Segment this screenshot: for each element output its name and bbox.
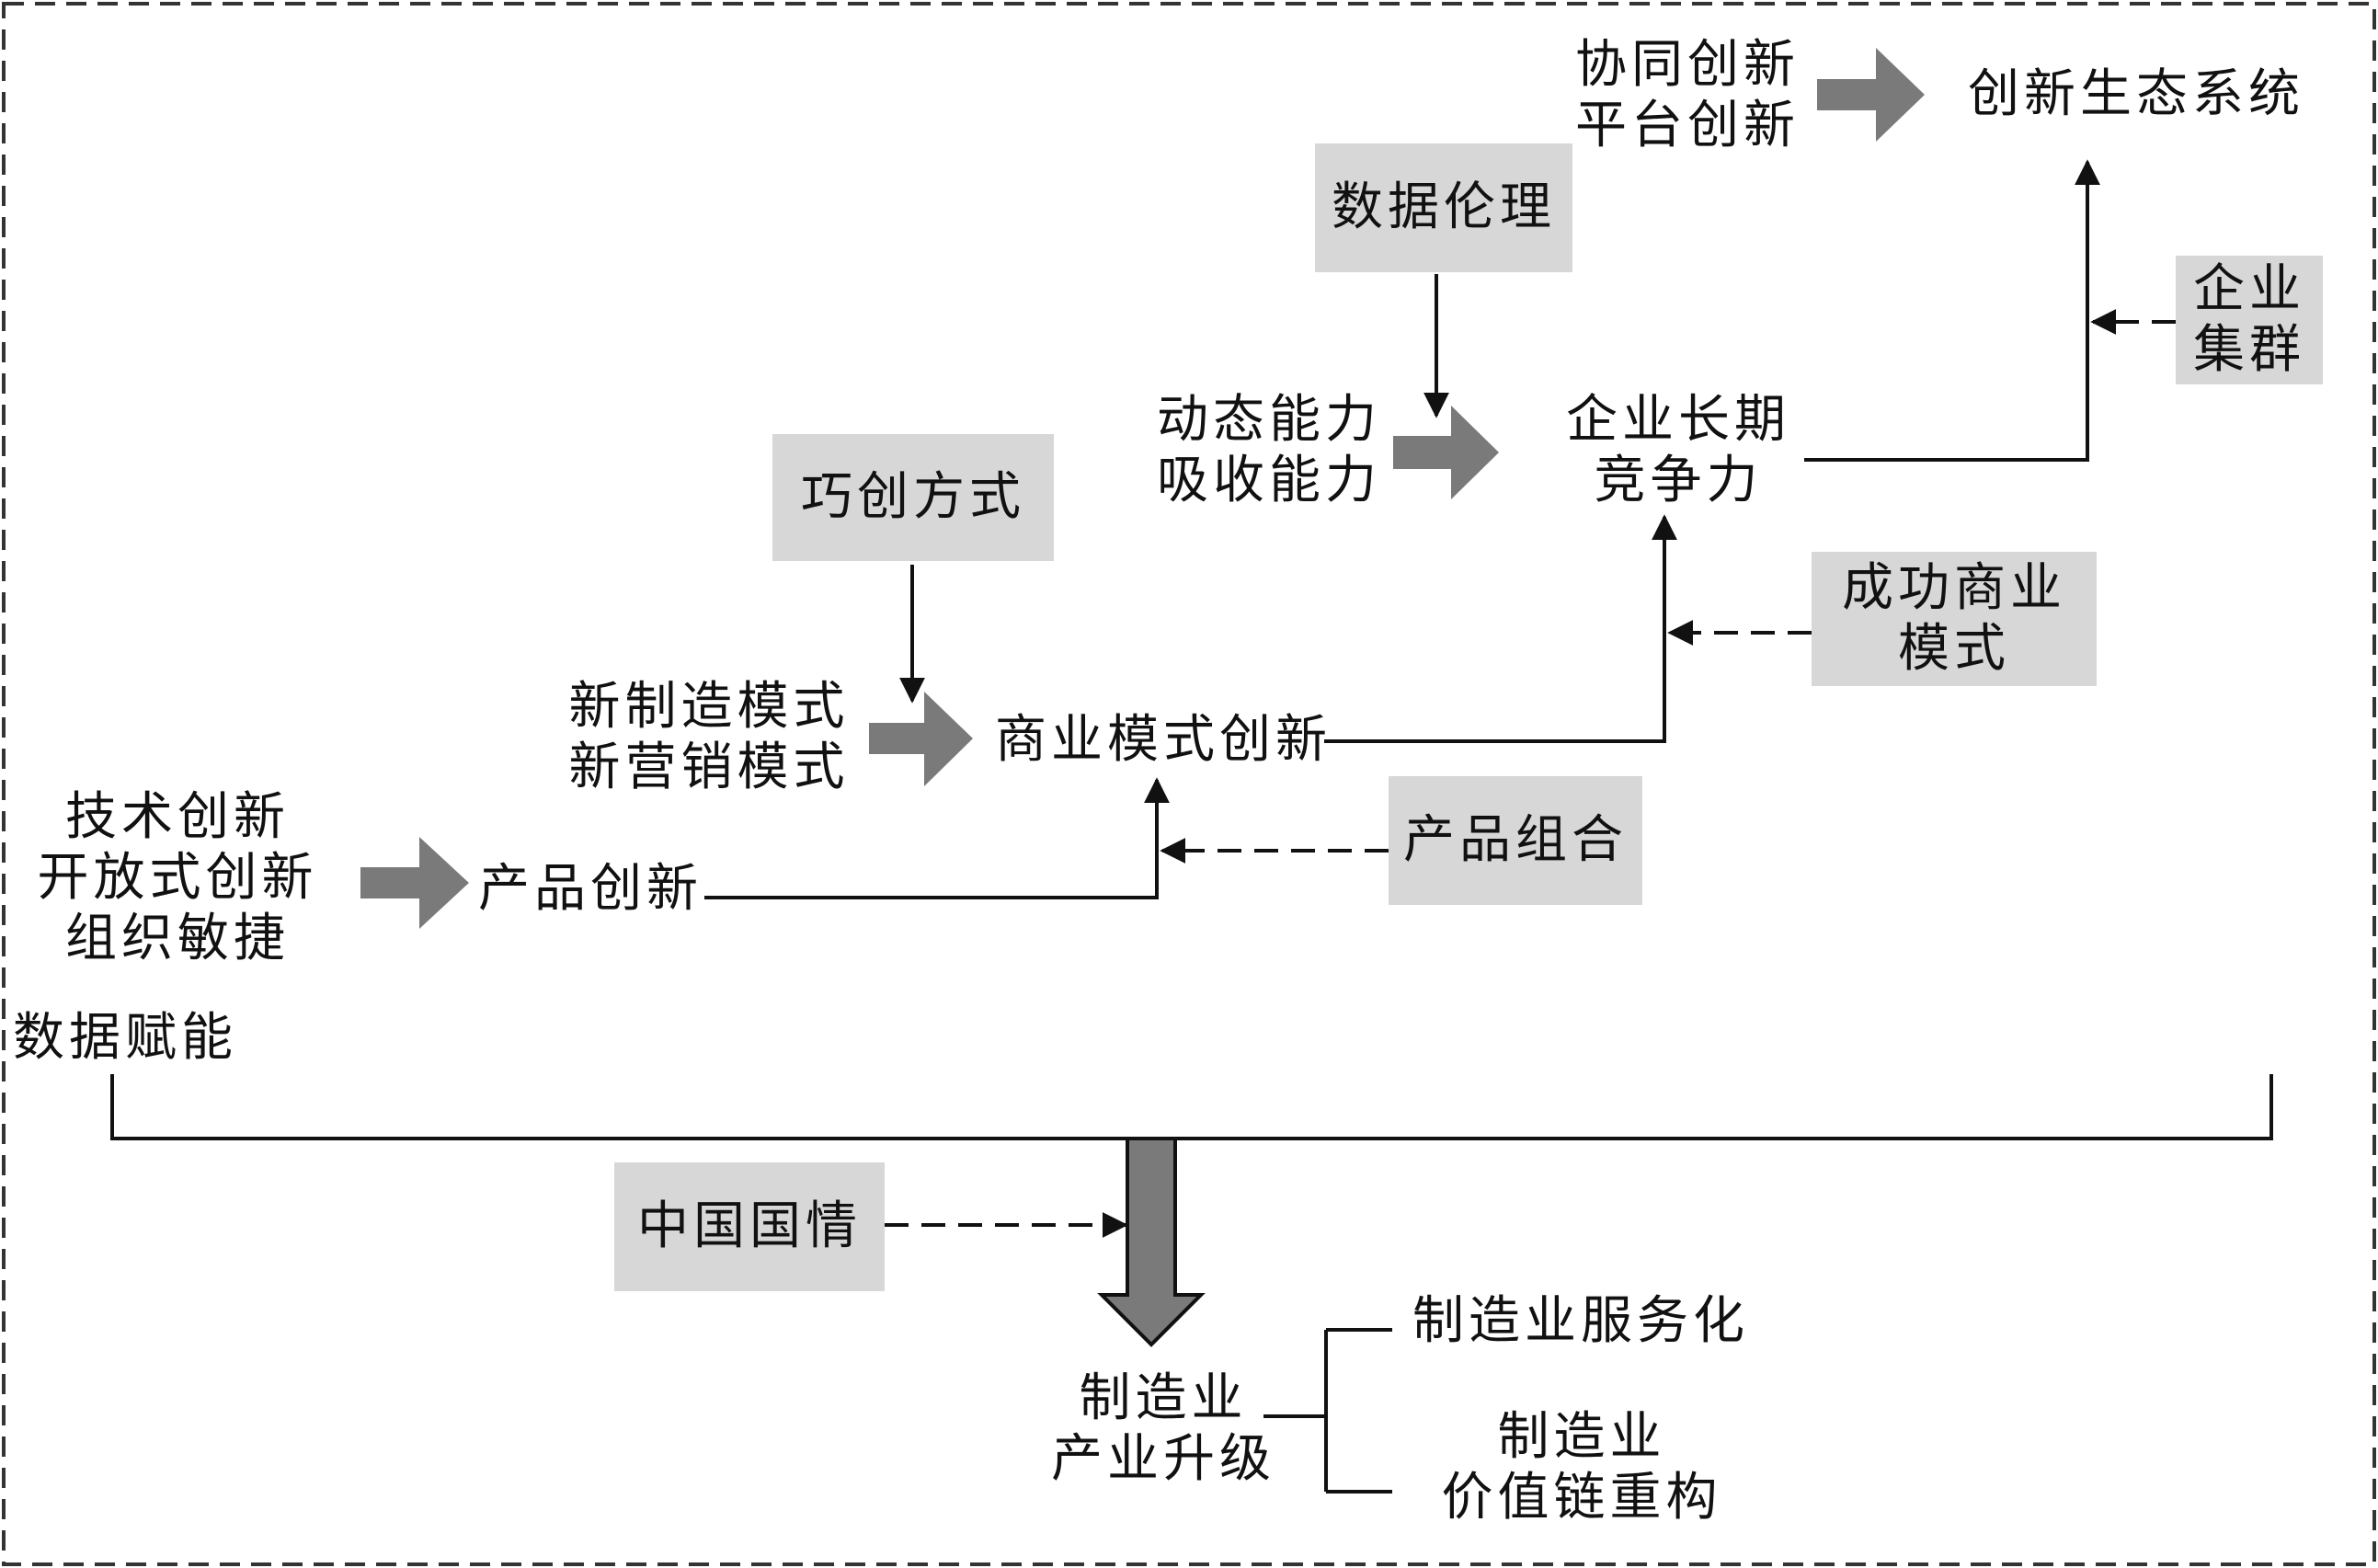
tech-innovation-line-2: 开放式创新 bbox=[37, 848, 318, 908]
business-model-innovation-label: 商业模式创新 bbox=[995, 710, 1332, 770]
successful-business-model-line-1: 成功商业 bbox=[1842, 558, 2066, 618]
successful-business-model-box: 成功商业 模式 bbox=[1812, 552, 2097, 686]
manufacturing-upgrade-node: 制造业 产业升级 bbox=[1030, 1368, 1297, 1490]
capabilities-node: 动态能力 吸收能力 bbox=[1149, 390, 1389, 511]
innovation-ecosystem-node: 创新生态系统 bbox=[1968, 64, 2304, 125]
block-arrow-tech-to-product bbox=[360, 837, 469, 929]
data-empowerment-label: 数据赋能 bbox=[13, 1008, 237, 1069]
ingenious-creation-box: 巧创方式 bbox=[772, 434, 1054, 561]
product-innovation-label: 产品创新 bbox=[478, 859, 703, 919]
china-conditions-box: 中国国情 bbox=[614, 1162, 885, 1291]
block-arrow-cooperative-to-ecosystem bbox=[1817, 48, 1925, 142]
long-term-competitiveness-node: 企业长期 竞争力 bbox=[1554, 390, 1802, 511]
tech-innovation-node: 技术创新 开放式创新 组织敏捷 bbox=[26, 787, 329, 969]
value-chain-line-2: 价值链重构 bbox=[1441, 1468, 1722, 1528]
capabilities-line-2: 吸收能力 bbox=[1157, 451, 1381, 510]
outcome-split-bracket bbox=[1263, 1328, 1392, 1494]
link-product-to-business bbox=[704, 777, 1170, 899]
block-arrow-modes-to-business bbox=[869, 692, 973, 786]
innovation-ecosystem-label: 创新生态系统 bbox=[1968, 64, 2304, 124]
long-term-competitiveness-line-2: 竞争力 bbox=[1594, 451, 1763, 510]
successful-business-model-line-2: 模式 bbox=[1898, 619, 2010, 679]
data-ethics-box: 数据伦理 bbox=[1315, 143, 1572, 272]
china-conditions-label: 中国国情 bbox=[637, 1196, 862, 1256]
link-business-to-competitiveness bbox=[1324, 514, 1677, 743]
ingenious-creation-label: 巧创方式 bbox=[801, 467, 1025, 527]
value-chain-node: 制造业 价值链重构 bbox=[1416, 1407, 1747, 1528]
servitization-node: 制造业服务化 bbox=[1412, 1291, 1749, 1352]
cooperative-innovation-line-1: 协同创新 bbox=[1575, 35, 1800, 95]
cooperative-innovation-line-2: 平台创新 bbox=[1575, 96, 1800, 155]
empowerment-bracket bbox=[110, 1074, 2273, 1140]
new-modes-node: 新制造模式 新营销模式 bbox=[557, 677, 861, 798]
link-competitiveness-to-ecosystem bbox=[1804, 159, 2100, 462]
enterprise-cluster-box: 企业 集群 bbox=[2176, 256, 2323, 384]
value-chain-line-1: 制造业 bbox=[1497, 1407, 1666, 1467]
data-ethics-label: 数据伦理 bbox=[1332, 177, 1556, 237]
block-arrow-capabilities-to-competitiveness bbox=[1393, 406, 1499, 499]
enterprise-cluster-line-1: 企业 bbox=[2193, 259, 2305, 319]
cooperative-innovation-node: 协同创新 平台创新 bbox=[1568, 35, 1807, 156]
new-modes-line-1: 新制造模式 bbox=[568, 677, 850, 737]
enterprise-cluster-line-2: 集群 bbox=[2193, 320, 2305, 380]
manufacturing-upgrade-line-2: 产业升级 bbox=[1051, 1429, 1275, 1489]
capabilities-line-1: 动态能力 bbox=[1157, 390, 1381, 450]
data-empowerment-text: 数据赋能 bbox=[13, 1008, 237, 1068]
product-portfolio-label: 产品组合 bbox=[1403, 810, 1628, 870]
new-modes-line-2: 新营销模式 bbox=[568, 738, 850, 797]
tech-innovation-line-3: 组织敏捷 bbox=[65, 909, 290, 968]
product-innovation-node: 产品创新 bbox=[478, 859, 703, 920]
long-term-competitiveness-line-1: 企业长期 bbox=[1566, 390, 1790, 450]
servitization-label: 制造业服务化 bbox=[1412, 1291, 1749, 1351]
upgrade-down-arrow bbox=[1097, 1137, 1206, 1347]
business-model-innovation-node: 商业模式创新 bbox=[995, 710, 1332, 771]
tech-innovation-line-1: 技术创新 bbox=[65, 787, 290, 847]
manufacturing-upgrade-line-1: 制造业 bbox=[1079, 1368, 1248, 1428]
product-portfolio-box: 产品组合 bbox=[1389, 776, 1642, 905]
